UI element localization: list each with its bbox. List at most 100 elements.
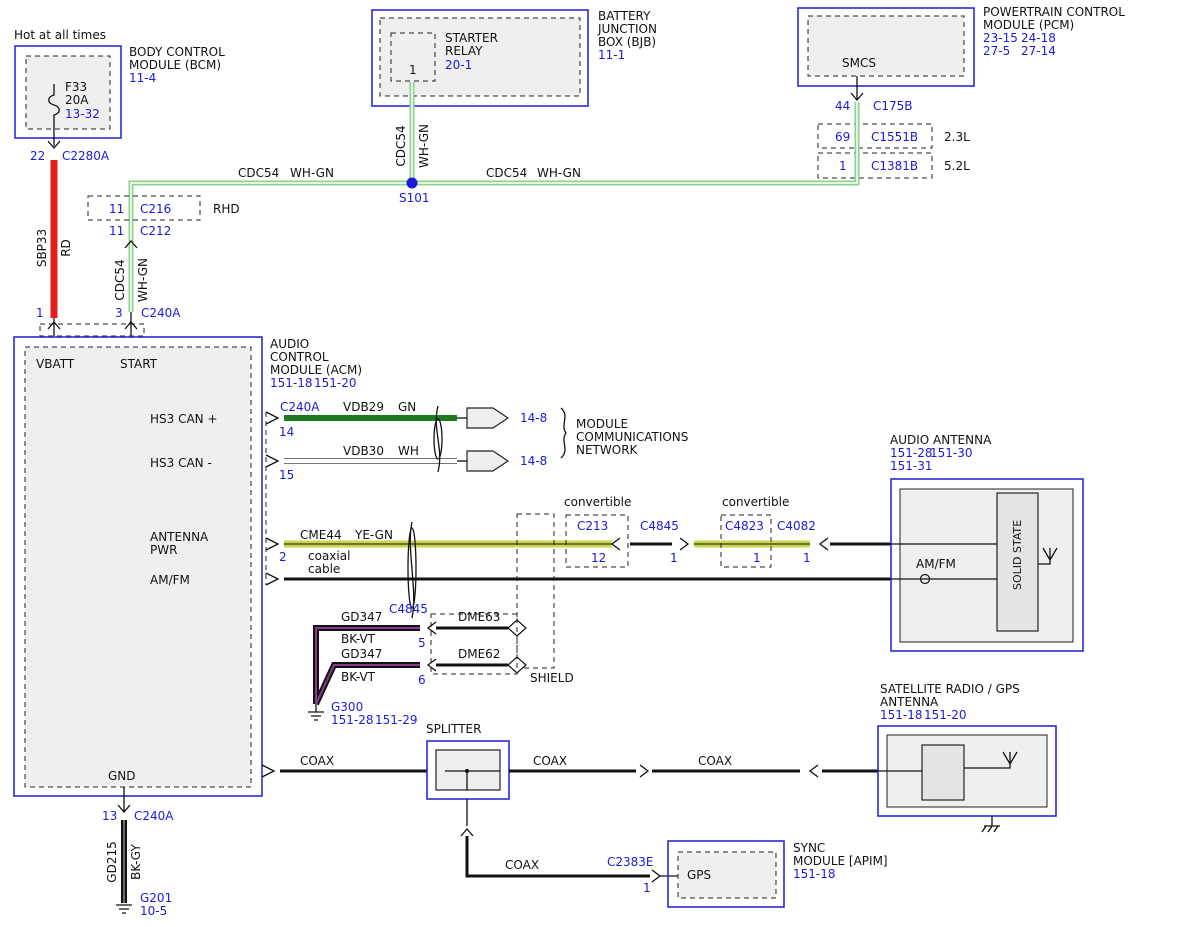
can-minus-circuit: VDB30	[343, 444, 384, 458]
amfm-arrow-icon	[265, 572, 280, 586]
network-label-1: MODULE	[576, 417, 628, 431]
c1551b-connector-box	[817, 123, 933, 149]
gd215-circuit-label: GD215	[105, 841, 119, 882]
bcm-connector-arrow-icon	[47, 140, 61, 149]
dme63-label: DME63	[458, 610, 500, 624]
wire-coax-to-gps[interactable]	[465, 836, 650, 878]
c216-connector-box	[87, 195, 201, 221]
coax-label-1: COAX	[300, 754, 334, 768]
c4823-convertible-label: convertible	[722, 495, 789, 509]
audio-antenna-inner	[899, 488, 1074, 643]
coax-label-4: COAX	[505, 858, 539, 872]
c1551b-pin: 69	[835, 130, 850, 144]
pcm-ref-2: 24-18	[1021, 31, 1056, 45]
can-minus-ref: 14-8	[520, 454, 547, 468]
coax-inline-arrow-2-icon	[808, 764, 819, 778]
sat-chassis-ground-icon	[981, 816, 1000, 833]
c1381b-connector-box	[817, 152, 933, 179]
coax-c4845-connector: C4845	[389, 602, 428, 616]
can-minus-arrow-icon	[265, 454, 280, 468]
shield-outline	[516, 513, 555, 669]
can-plus-pin: 14	[279, 425, 294, 439]
c4082-pin: 1	[803, 551, 811, 565]
acm-ref-1: 151-18	[270, 376, 313, 390]
wire-gd347-bk-vt[interactable]	[313, 625, 420, 706]
coax-cable-label-1: coaxial	[308, 549, 350, 563]
gd347-bottom-arrow-icon	[426, 658, 437, 672]
acm-can-minus-label: HS3 CAN -	[150, 456, 212, 470]
audio-antenna-ref-1: 151-28	[890, 446, 933, 460]
c212-connector: C212	[140, 224, 171, 238]
c4845-arrow-icon	[679, 537, 690, 551]
sync-inner-box	[677, 851, 777, 899]
c4845-pin: 1	[670, 551, 678, 565]
gd347-top-arrow-icon	[426, 621, 437, 635]
twisted-pair-icon	[435, 405, 441, 473]
acm-name-3: MODULE (ACM)	[270, 363, 362, 377]
c213-connector-box	[565, 514, 629, 568]
wire-cdc54-wh-gn[interactable]	[128, 82, 860, 312]
starter-relay-ref: 20-1	[445, 58, 472, 72]
bjb-wire-color-label: WH-GN	[417, 124, 431, 168]
antenna-symbol-icon	[1038, 547, 1058, 565]
c4845-ground-connector-box	[430, 613, 518, 675]
sat-antenna-name-2: ANTENNA	[880, 695, 939, 709]
g201-label: G201	[140, 891, 172, 905]
c213-connector: C213	[577, 519, 608, 533]
acm-antenna-pwr-label-1: ANTENNA	[150, 530, 209, 544]
pcm-pin: 44	[835, 99, 850, 113]
pcm-connector: C175B	[873, 99, 913, 113]
c4823-pin: 1	[753, 551, 761, 565]
bcm-name-1: BODY CONTROL	[129, 45, 225, 59]
bcm-connector: C2280A	[62, 149, 110, 163]
acm-ref-2: 151-20	[314, 376, 357, 390]
sync-module-box[interactable]	[667, 840, 785, 908]
splitter-label: SPLITTER	[426, 722, 481, 736]
acm-module-box[interactable]	[13, 336, 263, 797]
c4823-connector: C4823	[725, 519, 764, 533]
splice-s101-label: S101	[399, 191, 430, 205]
c4082-connector: C4082	[777, 519, 816, 533]
pcm-ref-3: 27-5	[983, 44, 1010, 58]
audio-antenna-box[interactable]	[890, 478, 1084, 652]
antenna-pwr-circuit: CME44	[300, 528, 342, 542]
pcm-name-2: MODULE (PCM)	[983, 18, 1074, 32]
network-brace-icon	[560, 407, 567, 459]
c4082-arrow-icon	[818, 537, 829, 551]
bjb-module-box[interactable]	[371, 9, 589, 107]
can-minus-connector-icon	[466, 450, 510, 472]
shield-label: SHIELD	[530, 671, 574, 685]
bcm-module-box[interactable]	[14, 45, 122, 139]
antenna-pwr-color: YE-GN	[354, 528, 393, 542]
acm-name-2: CONTROL	[270, 350, 329, 364]
coax-label-3: COAX	[698, 754, 732, 768]
can-plus-circuit: VDB29	[343, 400, 384, 414]
c213-arrow-icon	[610, 537, 621, 551]
splitter-node-dot	[465, 769, 469, 773]
can-plus-arrow-icon	[265, 411, 280, 425]
sync-pin: 1	[643, 881, 651, 895]
bjb-name-2: JUNCTION	[597, 22, 657, 36]
pcm-module-box[interactable]	[797, 7, 975, 87]
c1551b-connector: C1551B	[871, 130, 918, 144]
can-connector: C240A	[280, 400, 320, 414]
acm-antenna-pwr-label-2: PWR	[150, 543, 177, 557]
c1381b-engine-label: 5.2L	[944, 159, 970, 173]
can-minus-color: WH	[398, 444, 419, 458]
sat-antenna-ref-1: 151-18	[880, 708, 923, 722]
starter-relay-pin: 1	[409, 63, 417, 77]
bcm-pin: 22	[30, 149, 45, 163]
pcm-smcs-label: SMCS	[842, 56, 876, 70]
pcm-inner-box	[807, 15, 965, 77]
starter-relay-name-2: RELAY	[445, 44, 483, 58]
gd347-color-2: BK-VT	[341, 670, 376, 684]
network-label-3: NETWORK	[576, 443, 639, 457]
coax-cable-label-2: cable	[308, 562, 340, 576]
gps-connector-arrow-icon	[651, 869, 662, 883]
acm-can-plus-label: HS3 CAN +	[150, 412, 218, 426]
fuse-f33-label: F33	[65, 80, 87, 94]
bjb-ref: 11-1	[598, 48, 625, 62]
pcm-ref-1: 23-15	[983, 31, 1018, 45]
acm-gnd-label: GND	[108, 769, 136, 783]
audio-antenna-ref-3: 151-31	[890, 459, 933, 473]
